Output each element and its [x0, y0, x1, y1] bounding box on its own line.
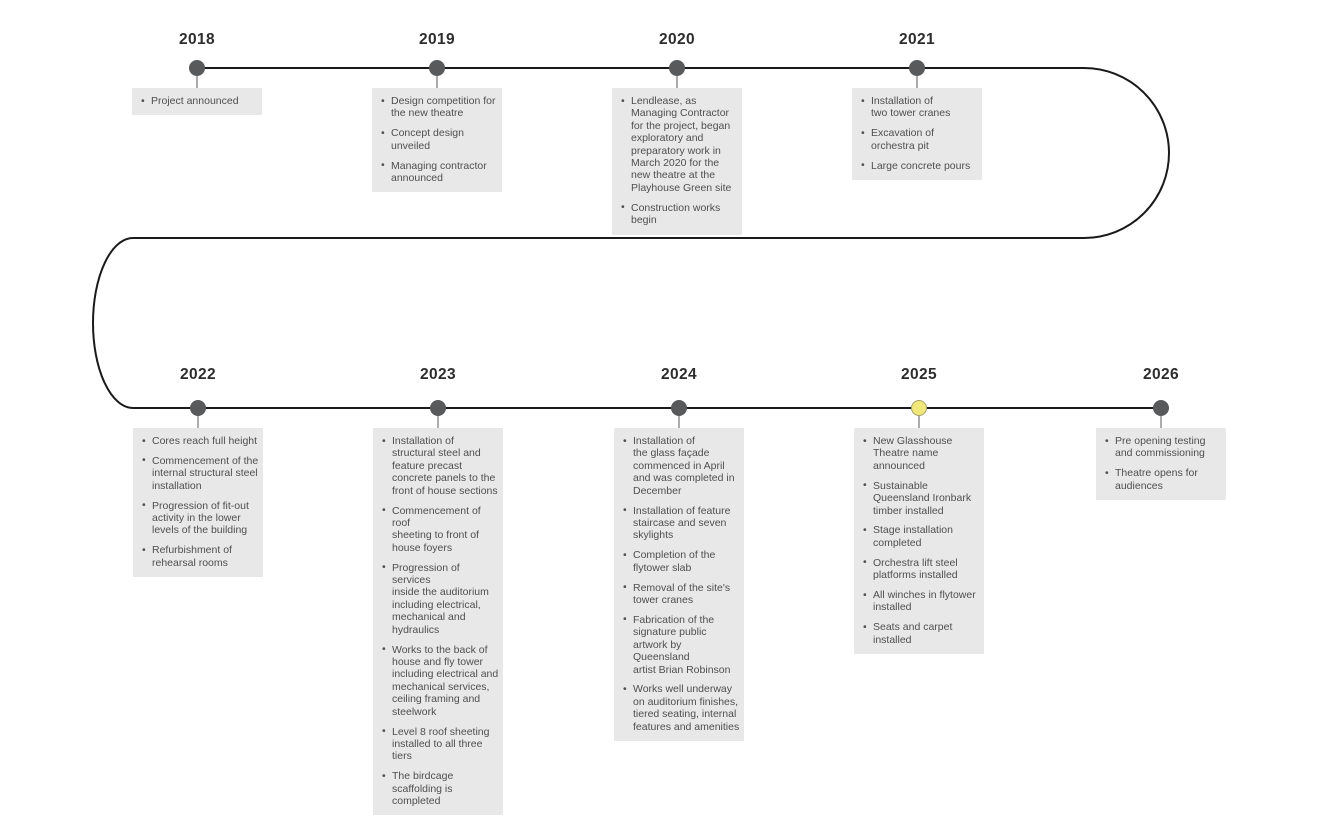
milestone-box: Installation of two tower cranes Excavat…: [852, 88, 982, 181]
milestone-dot: [430, 400, 446, 416]
timeline-year-2025: 2025 New Glasshouse Theatre name announc…: [854, 0, 984, 831]
milestone-item: Large concrete pours: [860, 159, 978, 172]
milestone-dot: [909, 60, 925, 76]
year-label: 2019: [418, 31, 456, 48]
timeline-year-2024: 2024 Installation of the glass façade co…: [614, 0, 744, 831]
milestone-item: New Glasshouse Theatre name announced: [862, 434, 980, 472]
milestone-item: Design competition for the new theatre: [380, 95, 498, 120]
timeline-year-2020: 2020 Lendlease, as Managing Contractor f…: [612, 0, 742, 831]
milestone-item: Works to the back of house and fly tower…: [381, 643, 499, 718]
milestone-item: Excavation of orchestra pit: [860, 127, 978, 152]
milestone-item: Works well underway on auditorium finish…: [622, 683, 740, 733]
milestone-item: Completion of the flytower slab: [622, 549, 740, 574]
milestone-dot: [1153, 400, 1169, 416]
milestone-item: The birdcage scaffolding is completed: [381, 770, 499, 807]
year-label: 2023: [419, 366, 457, 383]
year-label: 2021: [898, 31, 936, 48]
milestone-item: All winches in flytower installed: [862, 589, 980, 614]
year-label: 2020: [658, 31, 696, 48]
milestone-item: Removal of the site's tower cranes: [622, 581, 740, 607]
year-label: 2026: [1142, 366, 1180, 383]
milestone-item: Lendlease, as Managing Contractor for th…: [620, 94, 738, 194]
dot-stem: [678, 416, 680, 428]
milestone-box: Installation of structural steel and fea…: [373, 428, 503, 816]
timeline-year-2022: 2022 Cores reach full height Commencemen…: [133, 0, 263, 831]
year-label: 2022: [179, 366, 217, 383]
timeline-year-2026: 2026 Pre opening testing and commissioni…: [1096, 0, 1226, 831]
milestone-dot: [671, 400, 687, 416]
dot-stem: [196, 76, 198, 88]
milestone-item: Commencement of roof sheeting to front o…: [381, 504, 499, 555]
milestone-item: Seats and carpet installed: [862, 621, 980, 646]
dot-stem: [197, 416, 199, 428]
milestone-box: Design competition for the new theatre C…: [372, 88, 502, 193]
dot-stem: [437, 416, 439, 428]
milestone-item: Installation of feature staircase and se…: [622, 504, 740, 542]
milestone-item: Installation of structural steel and fea…: [381, 434, 499, 497]
milestone-box: Lendlease, as Managing Contractor for th…: [612, 88, 742, 235]
milestone-item: Theatre opens for audiences: [1104, 467, 1222, 492]
milestone-box: New Glasshouse Theatre name announced Su…: [854, 428, 984, 655]
milestone-item: Installation of the glass façade commenc…: [622, 434, 740, 497]
milestone-item: Level 8 roof sheeting installed to all t…: [381, 725, 499, 763]
dot-stem: [676, 76, 678, 88]
milestone-box: Installation of the glass façade commenc…: [614, 428, 744, 742]
milestone-dot: [189, 60, 205, 76]
milestone-item: Commencement of the internal structural …: [141, 454, 259, 492]
milestone-item: Progression of services inside the audit…: [381, 561, 499, 636]
milestone-item: Construction works begin: [620, 201, 738, 227]
timeline-year-2019: 2019 Design competition for the new thea…: [372, 0, 502, 831]
milestone-box: Pre opening testing and commissioning Th…: [1096, 428, 1226, 501]
milestone-item: Installation of two tower cranes: [860, 95, 978, 120]
milestone-item: Orchestra lift steel platforms installed: [862, 556, 980, 582]
timeline-year-2023: 2023 Installation of structural steel an…: [373, 0, 503, 831]
milestone-box: Project announced: [132, 88, 262, 116]
milestone-item: Refurbishment of rehearsal rooms: [141, 544, 259, 569]
milestone-dot: [669, 60, 685, 76]
timeline-year-2018: 2018 Project announced: [132, 0, 262, 831]
milestone-item: Project announced: [140, 94, 258, 107]
milestone-item: Fabrication of the signature public artw…: [622, 613, 740, 676]
year-label: 2024: [660, 366, 698, 383]
milestone-item: Cores reach full height: [141, 434, 259, 447]
timeline-year-2021: 2021 Installation of two tower cranes Ex…: [852, 0, 982, 831]
milestone-dot-current: [911, 400, 927, 416]
milestone-dot: [190, 400, 206, 416]
milestone-item: Stage installation completed: [862, 524, 980, 549]
dot-stem: [1160, 416, 1162, 428]
milestone-item: Managing contractor announced: [380, 159, 498, 185]
year-label: 2018: [178, 31, 216, 48]
milestone-item: Sustainable Queensland Ironbark timber i…: [862, 479, 980, 517]
dot-stem: [916, 76, 918, 88]
milestone-item: Progression of fit-out activity in the l…: [141, 499, 259, 537]
dot-stem: [436, 76, 438, 88]
milestone-box: Cores reach full height Commencement of …: [133, 428, 263, 578]
milestone-item: Pre opening testing and commissioning: [1104, 435, 1222, 460]
milestone-dot: [429, 60, 445, 76]
year-label: 2025: [900, 366, 938, 383]
milestone-item: Concept design unveiled: [380, 127, 498, 152]
dot-stem: [918, 416, 920, 428]
